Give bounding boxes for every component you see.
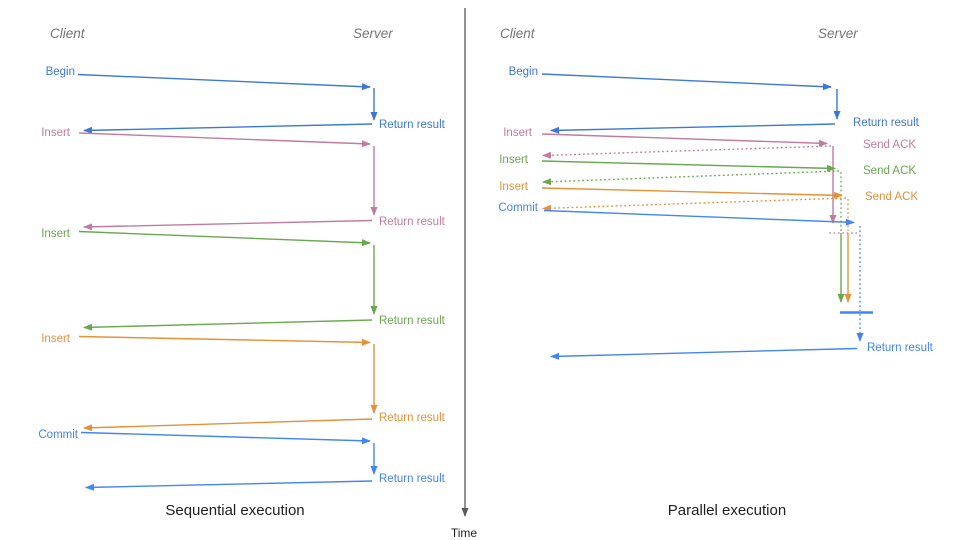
seq-insert3-label: Insert	[41, 333, 71, 345]
par-begin-return-line	[550, 123, 836, 134]
seq-begin-response-label: Return result	[379, 119, 446, 131]
parallel-panel: Client Server Begin Return result Insert…	[498, 26, 933, 519]
par-insert1-response-label: Send ACK	[863, 139, 916, 151]
par-final-response-label: Return result	[867, 342, 934, 354]
par-begin-label: Begin	[509, 66, 538, 78]
seq-begin-label: Begin	[46, 66, 75, 78]
par-msg-commit: Commit Return result	[498, 202, 934, 360]
par-insert3-request-line	[541, 187, 843, 199]
seq-insert2-response-label: Return result	[379, 315, 446, 327]
par-msg-begin: Begin Return result	[509, 66, 920, 134]
par-insert2-ack-line	[542, 170, 840, 186]
seq-insert3-response-label: Return result	[379, 412, 446, 424]
par-insert1-label: Insert	[503, 127, 533, 139]
par-insert3-label: Insert	[499, 181, 529, 193]
parallel-caption: Parallel execution	[668, 502, 786, 519]
par-msg-insert1: Insert Send ACK	[503, 127, 916, 234]
time-axis-label: Time	[451, 526, 478, 540]
par-insert2-label: Insert	[499, 154, 529, 166]
seq-msg-insert2: Insert Return result	[41, 228, 446, 331]
seq-insert3-request-line	[78, 335, 371, 346]
par-commit-request-line	[543, 209, 855, 226]
seq-insert1-return-line	[83, 219, 373, 231]
par-insert3-response-label: Send ACK	[865, 191, 918, 203]
time-axis: Time	[451, 8, 478, 540]
sequential-panel: Client Server Begin Return result Insert…	[38, 26, 445, 519]
seq-insert2-return-line	[83, 319, 373, 331]
par-begin-request-line	[541, 73, 832, 91]
par-insert1-request-line	[541, 133, 828, 147]
par-begin-response-label: Return result	[853, 117, 920, 129]
seq-insert2-request-line	[78, 230, 371, 247]
seq-insert1-request-line	[78, 132, 371, 148]
seq-begin-return-line	[83, 123, 373, 134]
seq-insert1-label: Insert	[41, 127, 71, 139]
par-client-header: Client	[500, 26, 536, 41]
seq-msg-insert1: Insert Return result	[41, 127, 446, 231]
par-insert2-request-line	[541, 160, 836, 172]
seq-insert1-response-label: Return result	[379, 216, 446, 228]
par-commit-label: Commit	[498, 202, 538, 214]
par-server-header: Server	[818, 26, 858, 41]
seq-insert2-label: Insert	[41, 228, 71, 240]
par-msg-insert2: Insert Send ACK	[499, 154, 916, 303]
seq-server-header: Server	[353, 26, 393, 41]
seq-begin-request-line	[77, 73, 371, 91]
par-insert2-response-label: Send ACK	[863, 165, 916, 177]
sequential-caption: Sequential execution	[165, 502, 304, 519]
par-insert1-ack-line	[542, 145, 832, 159]
seq-msg-insert3: Insert Return result	[41, 333, 446, 432]
seq-commit-label: Commit	[38, 429, 78, 441]
par-msg-insert3: Insert Send ACK	[499, 181, 918, 303]
seq-commit-response-label: Return result	[379, 473, 446, 485]
seq-commit-return-line	[85, 480, 373, 491]
seq-msg-commit: Commit Return result	[38, 429, 446, 491]
seq-commit-request-line	[80, 431, 371, 445]
par-insert3-ack-line	[542, 197, 847, 212]
seq-msg-begin: Begin Return result	[46, 66, 446, 134]
seq-client-header: Client	[50, 26, 86, 41]
par-final-return-line	[550, 347, 858, 360]
seq-insert3-return-line	[83, 418, 373, 432]
